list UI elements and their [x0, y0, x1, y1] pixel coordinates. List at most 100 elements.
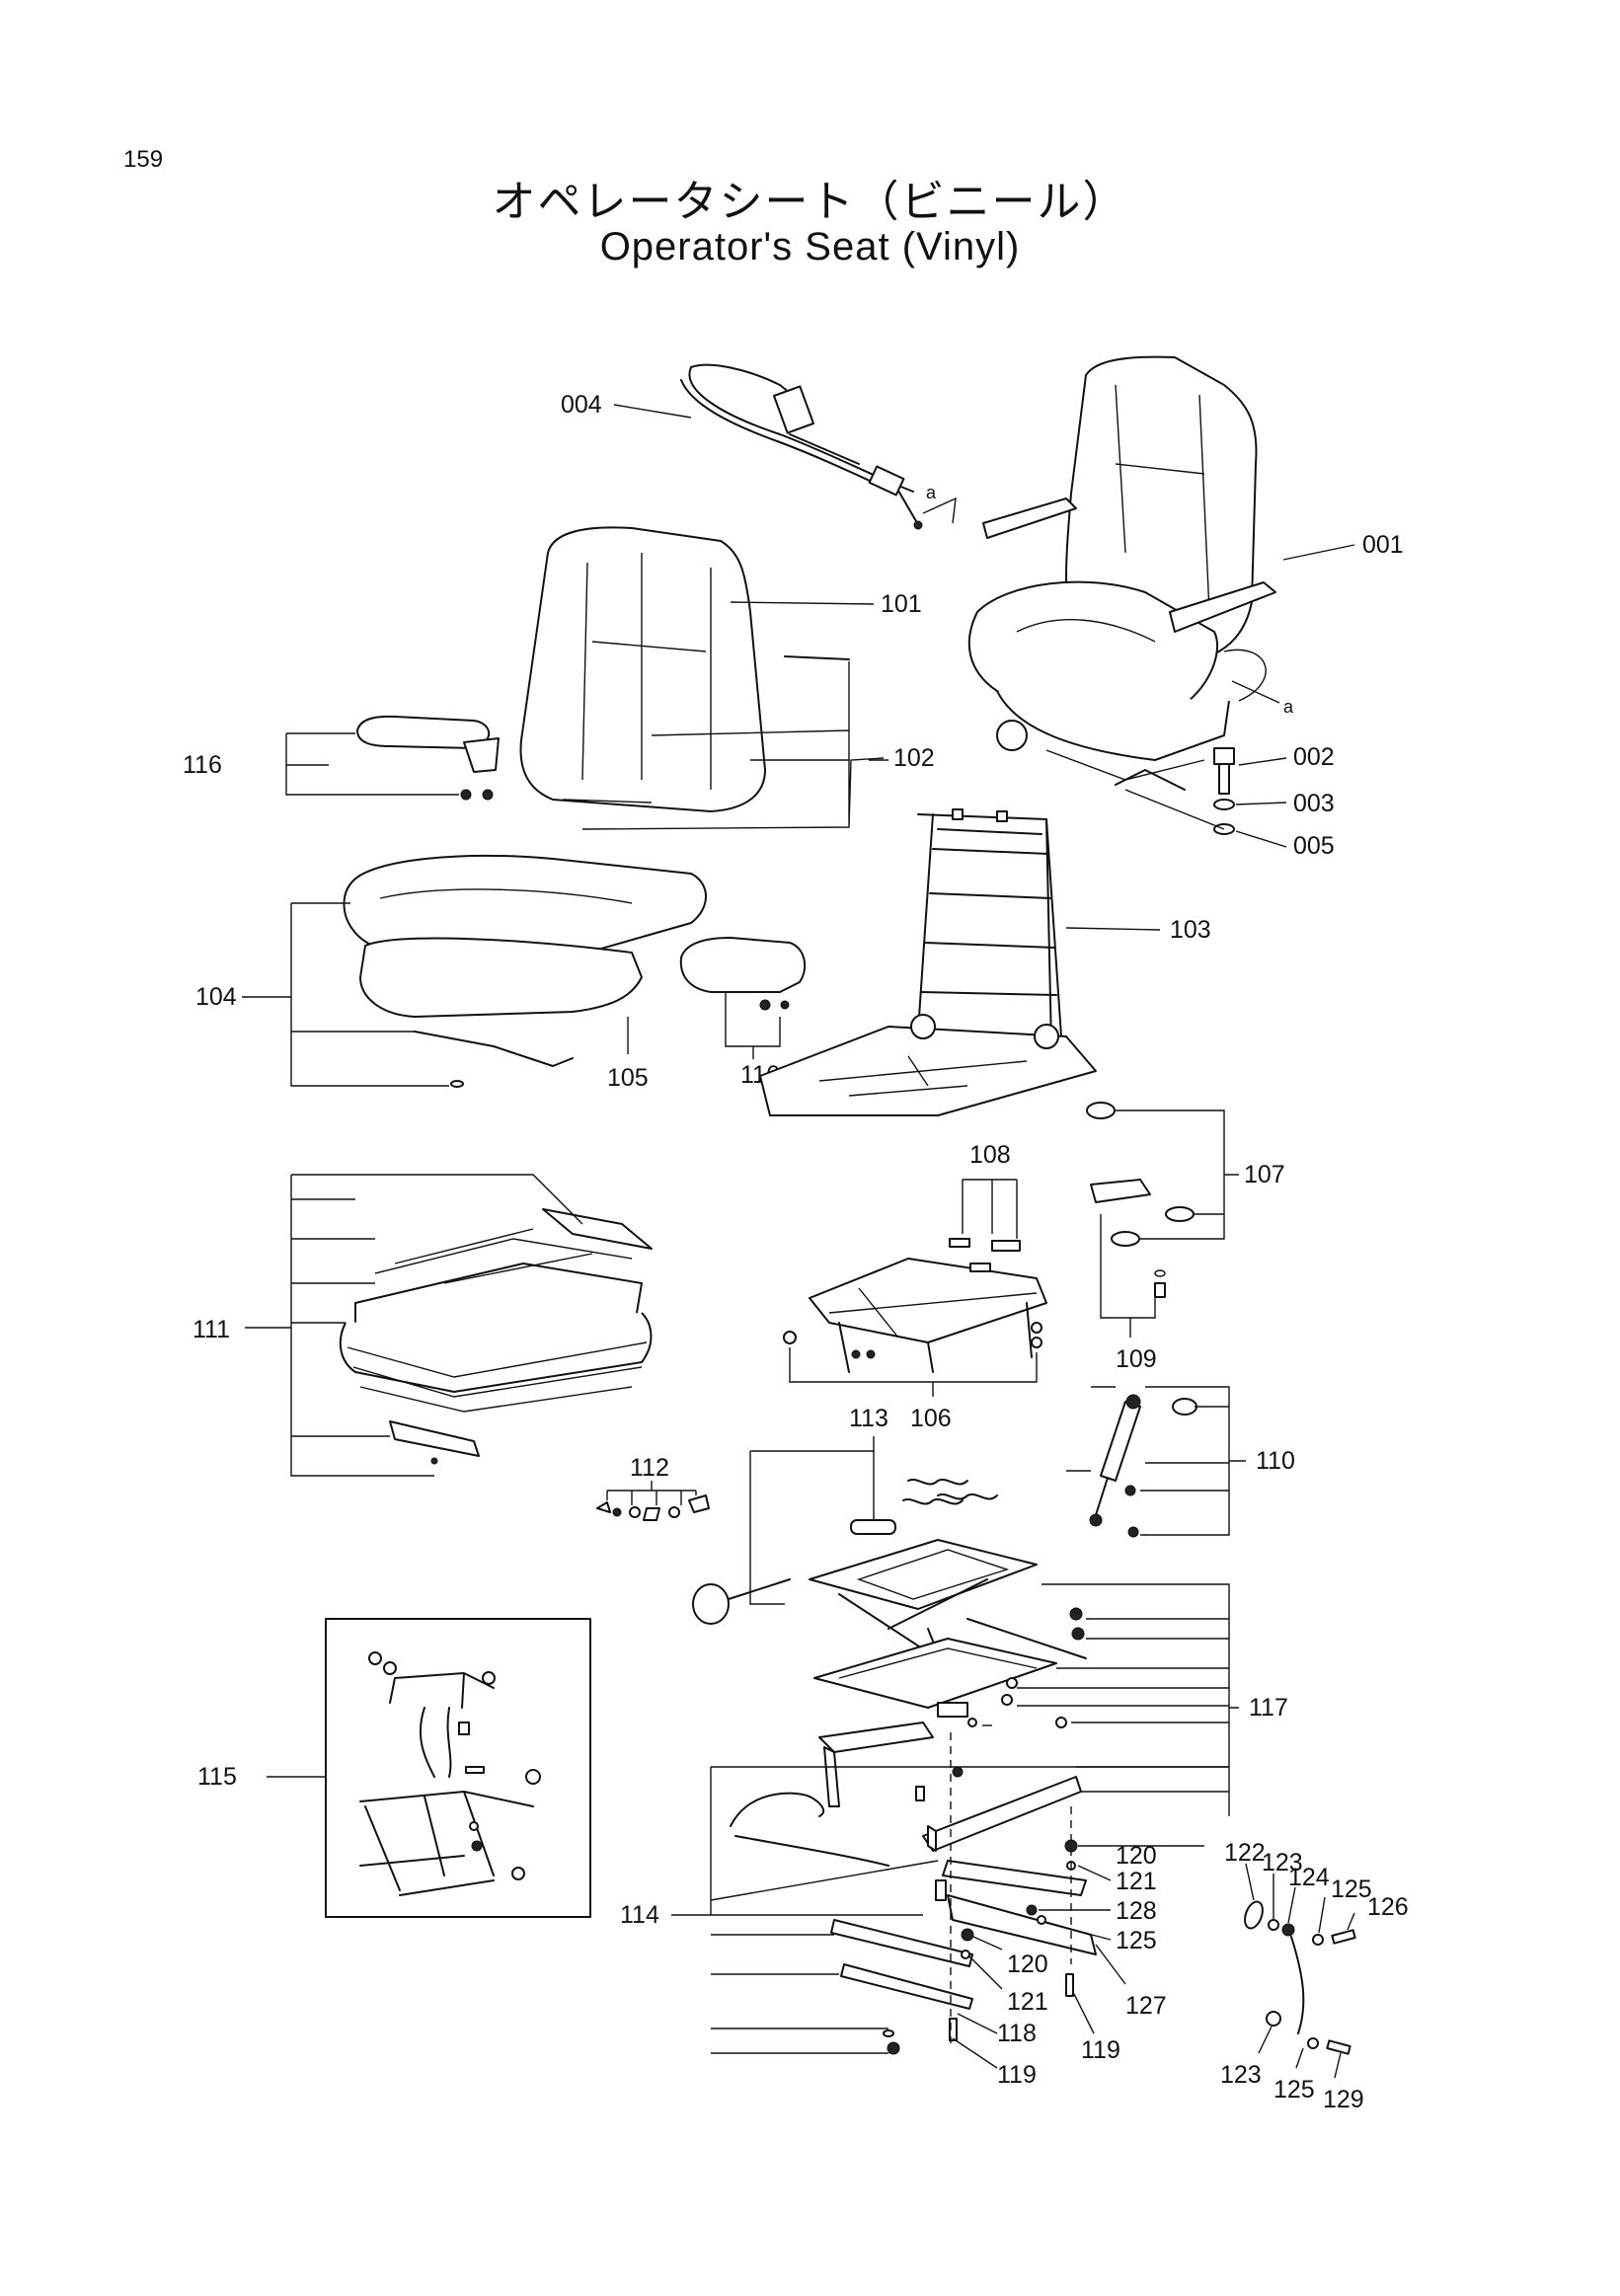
callout-124: 124	[1288, 1864, 1330, 1891]
callout-125-bottom: 125	[1273, 2076, 1315, 2104]
leader-106	[789, 1347, 1038, 1397]
callout-113: 111	[193, 1316, 230, 1343]
repair-kit-drawing	[359, 1651, 541, 1896]
leader-110	[1140, 1386, 1246, 1536]
leader-bolt-link	[1124, 789, 1225, 830]
callout-103: 101	[881, 590, 922, 618]
callout-128: 128	[1116, 1897, 1157, 1925]
complete-seat-drawing	[967, 355, 1276, 791]
callout-003: 003	[1293, 790, 1335, 817]
leader-123-bottom	[1258, 2026, 1273, 2054]
callout-108: 108	[969, 1141, 1011, 1169]
callout-120-lower: 120	[1007, 1951, 1048, 1978]
leader-127	[1095, 1944, 1126, 1985]
callout-119-right: 119	[1081, 2036, 1120, 2064]
leader-109	[1100, 1214, 1156, 1319]
slide-rail-parts-drawing	[1086, 1102, 1195, 1298]
leader-005	[1235, 830, 1287, 848]
callout-123-top: 123	[1262, 1849, 1303, 1876]
leader-lower-bracket	[711, 1934, 888, 2054]
leader-107	[1116, 1110, 1239, 1240]
callout-111: 112	[630, 1454, 669, 1482]
leader-116-right	[725, 992, 781, 1047]
lower-rail-parts-drawing	[830, 1839, 1097, 2055]
leader-120-lower	[972, 1936, 1003, 1951]
leader-103	[730, 601, 875, 605]
slide-rails-and-cable-drawing	[730, 1722, 1082, 1867]
callout-119-left: 119	[997, 2061, 1037, 2089]
callout-102: 102	[893, 744, 935, 772]
callout-104: 104	[195, 983, 237, 1011]
callout-107: 107	[1244, 1161, 1285, 1188]
page-number: 159	[123, 146, 164, 173]
leader-104	[242, 902, 449, 1087]
seat-frame-drawing	[759, 808, 1097, 1116]
leader-001	[1282, 544, 1355, 561]
callout-114: 114	[620, 1901, 659, 1929]
armrest-right-drawing	[679, 937, 807, 1011]
leader-101	[1065, 927, 1161, 931]
leader-116-left	[285, 732, 459, 796]
callout-122: 122	[1224, 1839, 1266, 1867]
leader-a-belt	[922, 497, 957, 524]
seat-cushion-drawing	[343, 854, 707, 1088]
reference-mark-a-seat: a	[1283, 697, 1294, 717]
backrest-cushion-drawing	[519, 526, 850, 812]
leader-118	[957, 2013, 998, 2034]
callout-126: 126	[1367, 1893, 1409, 1921]
callout-105: 105	[607, 1064, 649, 1092]
seat-base-drawing	[783, 1238, 1047, 1373]
callout-127: 127	[1125, 1992, 1167, 2020]
fastener-set-drawing	[596, 1494, 710, 1521]
seat-switch-cable-drawing	[1244, 1900, 1356, 2055]
callout-002: 002	[1293, 743, 1335, 771]
leader-114	[671, 1766, 1229, 1916]
mounting-bolt-drawing	[1213, 747, 1235, 835]
callout-106: 106	[910, 1405, 952, 1432]
callout-118: 118	[997, 2020, 1037, 2047]
leader-102-bracket	[581, 661, 885, 830]
leader-112	[749, 1436, 875, 1605]
page-title-japanese: オペレータシート（ビニール）	[492, 177, 1128, 227]
callout-120-top: 120	[1116, 1842, 1157, 1870]
callout-101: 103	[1170, 916, 1211, 944]
reference-mark-a-belt: a	[926, 483, 937, 502]
leader-119-right	[1073, 1993, 1095, 2034]
callout-117: 117	[1249, 1694, 1288, 1722]
leader-121-lower	[968, 1955, 1003, 1990]
callout-125-top: 125	[1331, 1875, 1372, 1903]
callout-115: 115	[197, 1763, 237, 1791]
leader-002	[1238, 757, 1287, 766]
callout-116-left: 116	[183, 751, 222, 779]
leader-125-bottom	[1295, 2047, 1304, 2069]
repair-kit-frame	[325, 1618, 591, 1918]
leader-129	[1334, 2052, 1342, 2079]
seat-belt-drawing	[680, 363, 923, 530]
callout-121-top: 121	[1116, 1868, 1157, 1895]
leader-111	[606, 1481, 697, 1505]
callout-123-bottom: 123	[1220, 2061, 1262, 2089]
leader-004	[613, 404, 692, 419]
armrest-left-drawing	[356, 715, 500, 801]
leader-117	[1017, 1583, 1239, 1816]
suspension-bellows-drawing	[339, 1208, 653, 1465]
callout-001: 001	[1362, 531, 1404, 559]
leader-125-mid	[1045, 1922, 1112, 1941]
callout-110: 110	[1256, 1447, 1295, 1475]
callout-005: 005	[1293, 832, 1335, 860]
leader-003	[1235, 802, 1287, 805]
scissor-suspension-drawing	[809, 1539, 1087, 1728]
leader-a-seat	[1231, 680, 1280, 704]
callout-109: 109	[1116, 1345, 1157, 1373]
leader-121-top	[1077, 1865, 1112, 1881]
page-title-english: Operator's Seat (Vinyl)	[599, 225, 1021, 268]
leader-119-left	[952, 2037, 998, 2069]
leader-108	[962, 1179, 1018, 1239]
callout-112: 113	[849, 1405, 888, 1432]
callout-121-lower: 121	[1007, 1988, 1048, 2016]
callout-125-mid: 125	[1116, 1927, 1157, 1954]
callout-129: 129	[1323, 2086, 1364, 2113]
callout-004: 004	[561, 391, 602, 419]
